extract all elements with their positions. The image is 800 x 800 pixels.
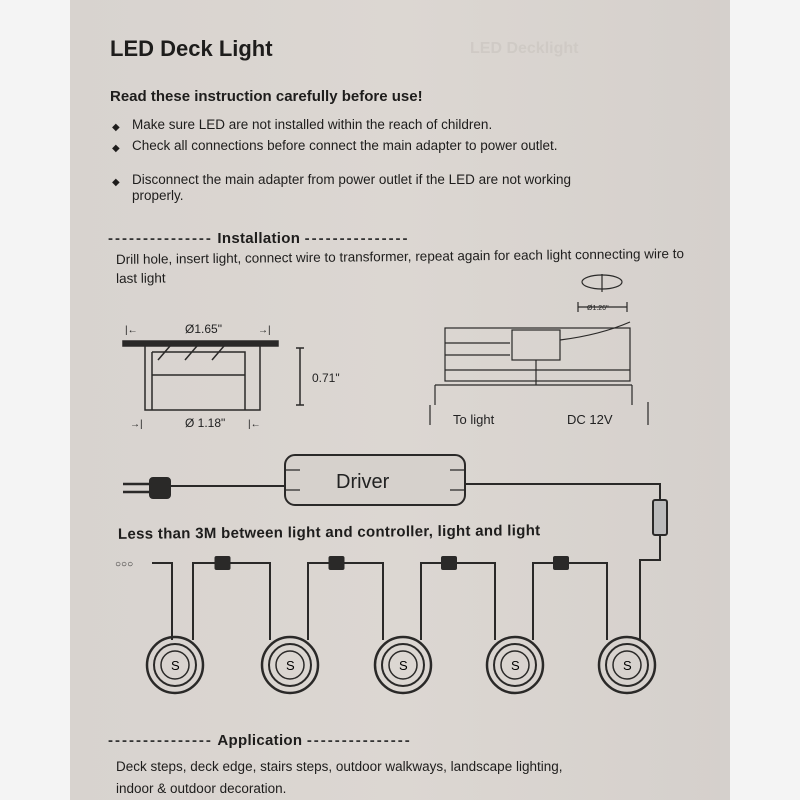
deck-install-diagram — [429, 274, 649, 425]
bullet-item: ◆Check all connections before connect th… — [112, 138, 562, 154]
installation-heading-row: --------------- Installation -----------… — [108, 230, 410, 248]
arrow-icon: →| — [130, 419, 143, 430]
arrow-icon: |← — [125, 325, 138, 336]
divider: --------------- — [108, 732, 213, 749]
wire — [420, 562, 496, 640]
application-heading: Application — [217, 732, 303, 749]
diamond-icon: ◆ — [112, 177, 120, 188]
deck-light: S — [373, 635, 433, 695]
dim-height-label: 0.71" — [312, 371, 340, 385]
bullet-item: ◆Disconnect the main adapter from power … — [112, 172, 571, 203]
driver-label: Driver — [336, 471, 390, 493]
warning-heading: Read these instruction carefully before … — [110, 88, 423, 105]
arrow-icon: |← — [248, 419, 261, 430]
divider: --------------- — [306, 732, 412, 749]
connector — [553, 556, 569, 570]
wire — [532, 562, 608, 640]
instruction-sheet — [70, 0, 730, 800]
divider: --------------- — [108, 230, 213, 247]
bullet-item: ◆Make sure LED are not installed within … — [112, 117, 592, 133]
light-icon: S — [399, 658, 408, 673]
light-icon: S — [623, 658, 632, 673]
page-title: LED Deck Light — [110, 36, 273, 61]
installation-heading: Installation — [217, 230, 301, 247]
deck-light: S — [485, 635, 545, 695]
light-cross-section-diagram — [122, 340, 304, 411]
diamond-icon: ◆ — [112, 143, 120, 154]
arrow-icon: →| — [258, 325, 271, 336]
to-light-label: To light — [453, 412, 495, 427]
end-dots: ○○○ — [115, 559, 133, 570]
application-text-line2: indoor & outdoor decoration. — [116, 781, 287, 796]
wire — [192, 562, 271, 640]
dc-label: DC 12V — [567, 412, 613, 427]
light-icon: S — [171, 658, 180, 673]
dim-hole-label: Ø1.26" — [587, 305, 609, 312]
diamond-icon: ◆ — [112, 122, 120, 133]
dim-bottom-label: Ø 1.18" — [185, 416, 225, 430]
wire — [307, 562, 384, 640]
connector — [328, 556, 345, 570]
light-icon: S — [511, 658, 520, 673]
dim-top-label: Ø1.65" — [185, 322, 222, 336]
light-icon: S — [286, 658, 295, 673]
deck-light: S — [145, 635, 205, 695]
bleed-through-text: LED Decklight — [470, 40, 579, 57]
connector — [441, 556, 457, 570]
deck-light: S — [597, 635, 657, 695]
connector — [214, 556, 231, 570]
divider: --------------- — [304, 230, 410, 247]
wiring-diagram — [123, 454, 668, 640]
application-heading-row: --------------- Application ------------… — [108, 732, 412, 750]
application-text-line1: Deck steps, deck edge, stairs steps, out… — [116, 759, 563, 774]
deck-light: S — [260, 635, 320, 695]
